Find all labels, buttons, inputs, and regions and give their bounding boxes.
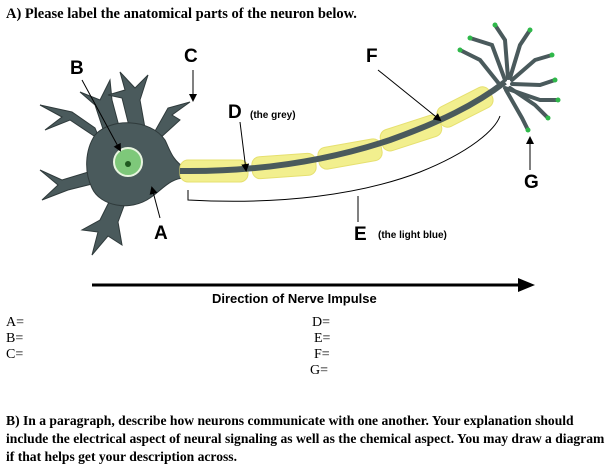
terminal-dots <box>457 22 561 133</box>
direction-caption: Direction of Nerve Impulse <box>212 291 377 306</box>
label-b: B <box>70 58 84 79</box>
dendrites <box>39 71 191 256</box>
pointer-f <box>377 69 442 122</box>
label-e: E <box>354 224 367 245</box>
label-d: D <box>228 102 242 123</box>
page-title: A) Please label the anatomical parts of … <box>6 6 357 22</box>
label-g: G <box>524 172 539 193</box>
label-c: C <box>184 46 198 67</box>
pointer-d <box>239 121 250 172</box>
part-b-question: B) In a paragraph, describe how neurons … <box>6 413 605 464</box>
pointer-b <box>81 79 121 152</box>
label-f: F <box>366 46 378 67</box>
answer-f: F= <box>314 347 330 362</box>
note-e: (the light blue) <box>378 230 447 241</box>
note-d: (the grey) <box>250 110 296 121</box>
answer-a: A= <box>6 315 25 330</box>
axon-bracket <box>187 115 501 202</box>
label-a: A <box>154 223 168 244</box>
axon-terminals <box>458 23 560 132</box>
answer-e: E= <box>314 331 331 346</box>
answer-g: G= <box>310 363 329 378</box>
pointer-a <box>149 186 161 219</box>
answer-d: D= <box>312 315 331 330</box>
answer-b: B= <box>6 331 24 346</box>
answer-c: C= <box>6 347 24 362</box>
